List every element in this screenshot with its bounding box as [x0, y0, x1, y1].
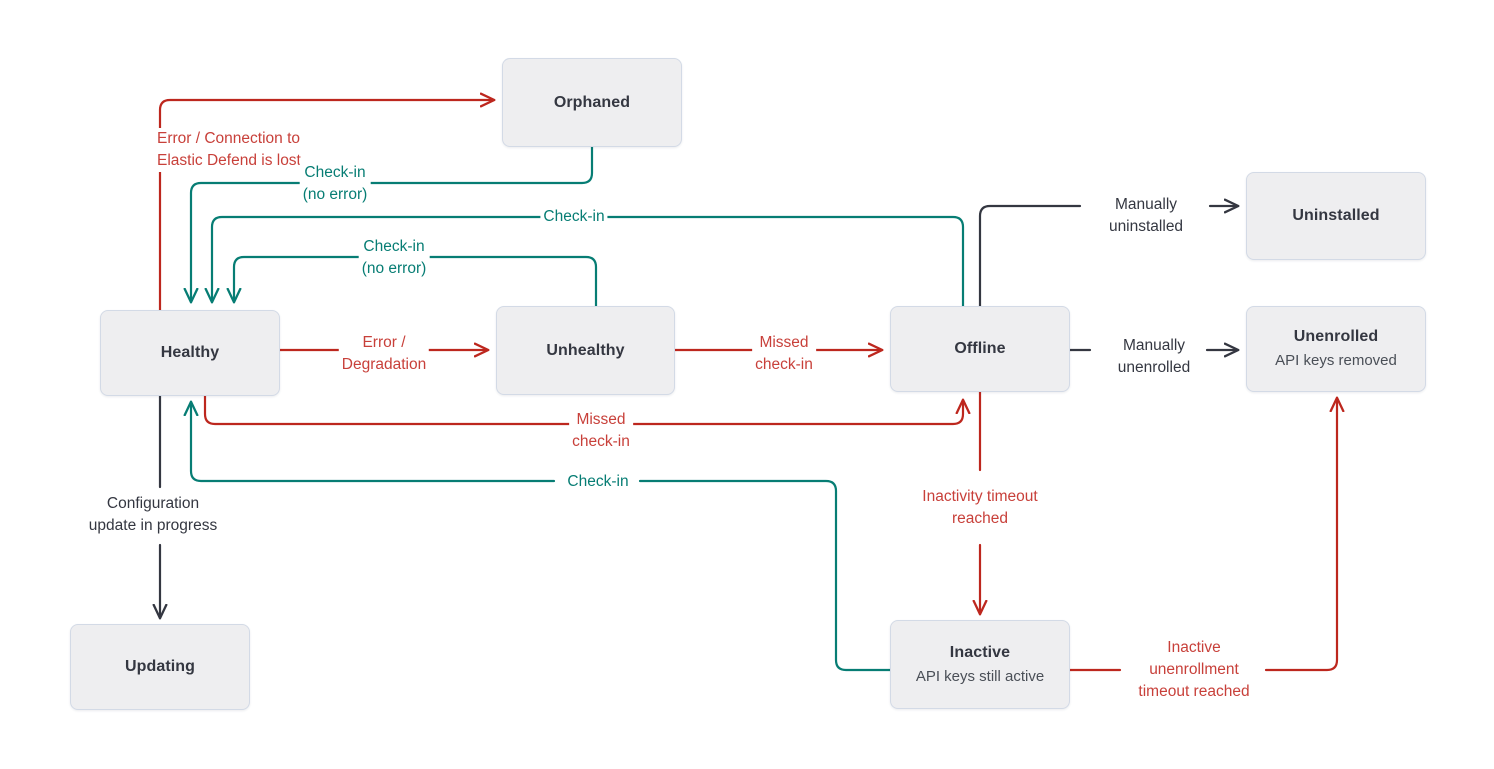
edge-label-offline-to-healthy: Check-in — [540, 206, 608, 228]
node-uninstalled[interactable]: Uninstalled — [1246, 172, 1426, 260]
node-healthy-title: Healthy — [160, 344, 220, 362]
edge-label-offline-to-unenrolled: Manually unenrolled — [1114, 335, 1194, 379]
node-offline[interactable]: Offline — [890, 306, 1070, 392]
node-unenrolled-title: Unenrolled — [1293, 328, 1379, 346]
node-offline-title: Offline — [954, 340, 1006, 358]
edge-label-inactive-to-unenrolled: Inactive unenrollment timeout reached — [1135, 637, 1253, 703]
edge-label-offline-to-uninstalled: Manually uninstalled — [1105, 194, 1187, 238]
edge-inactive-to-healthy — [638, 479, 892, 672]
edge-label-inactive-to-healthy: Check-in — [564, 471, 632, 493]
edge-healthy-to-orphaned — [158, 100, 494, 312]
edge-label-healthy-to-orphaned: Error / Connection to Elastic Defend is … — [154, 128, 304, 172]
edge-label-healthy-to-updating: Configuration update in progress — [85, 493, 221, 537]
node-healthy[interactable]: Healthy — [100, 310, 280, 396]
node-inactive[interactable]: Inactive API keys still active — [890, 620, 1070, 709]
edge-label-healthy-to-unhealthy: Error / Degradation — [338, 332, 430, 376]
edge-label-unhealthy-to-healthy: Check-in (no error) — [358, 236, 430, 280]
edge-label-orphaned-to-healthy: Check-in (no error) — [299, 162, 371, 206]
node-unhealthy[interactable]: Unhealthy — [496, 306, 675, 395]
node-unenrolled[interactable]: Unenrolled API keys removed — [1246, 306, 1426, 392]
node-updating-title: Updating — [124, 658, 196, 676]
edge-offline-to-healthy — [212, 215, 965, 308]
node-orphaned-title: Orphaned — [553, 93, 631, 111]
edge-orphaned-to-healthy — [191, 145, 594, 302]
node-orphaned[interactable]: Orphaned — [502, 58, 682, 147]
node-inactive-title: Inactive — [949, 643, 1011, 661]
node-inactive-subtitle: API keys still active — [915, 667, 1045, 685]
edge-inactive-to-healthy-arrow — [191, 402, 556, 483]
node-unenrolled-subtitle: API keys removed — [1275, 352, 1397, 370]
edge-label-offline-to-inactive: Inactivity timeout reached — [919, 486, 1041, 530]
edge-inactive-to-unenrolled-arrow — [1264, 398, 1337, 672]
node-updating[interactable]: Updating — [70, 624, 250, 710]
node-uninstalled-title: Uninstalled — [1292, 207, 1380, 225]
node-unhealthy-title: Unhealthy — [546, 341, 625, 359]
edge-label-healthy-to-offline: Missed check-in — [569, 409, 633, 453]
edge-offline-to-uninstalled — [978, 204, 1082, 308]
edge-label-unhealthy-to-offline: Missed check-in — [752, 332, 816, 376]
